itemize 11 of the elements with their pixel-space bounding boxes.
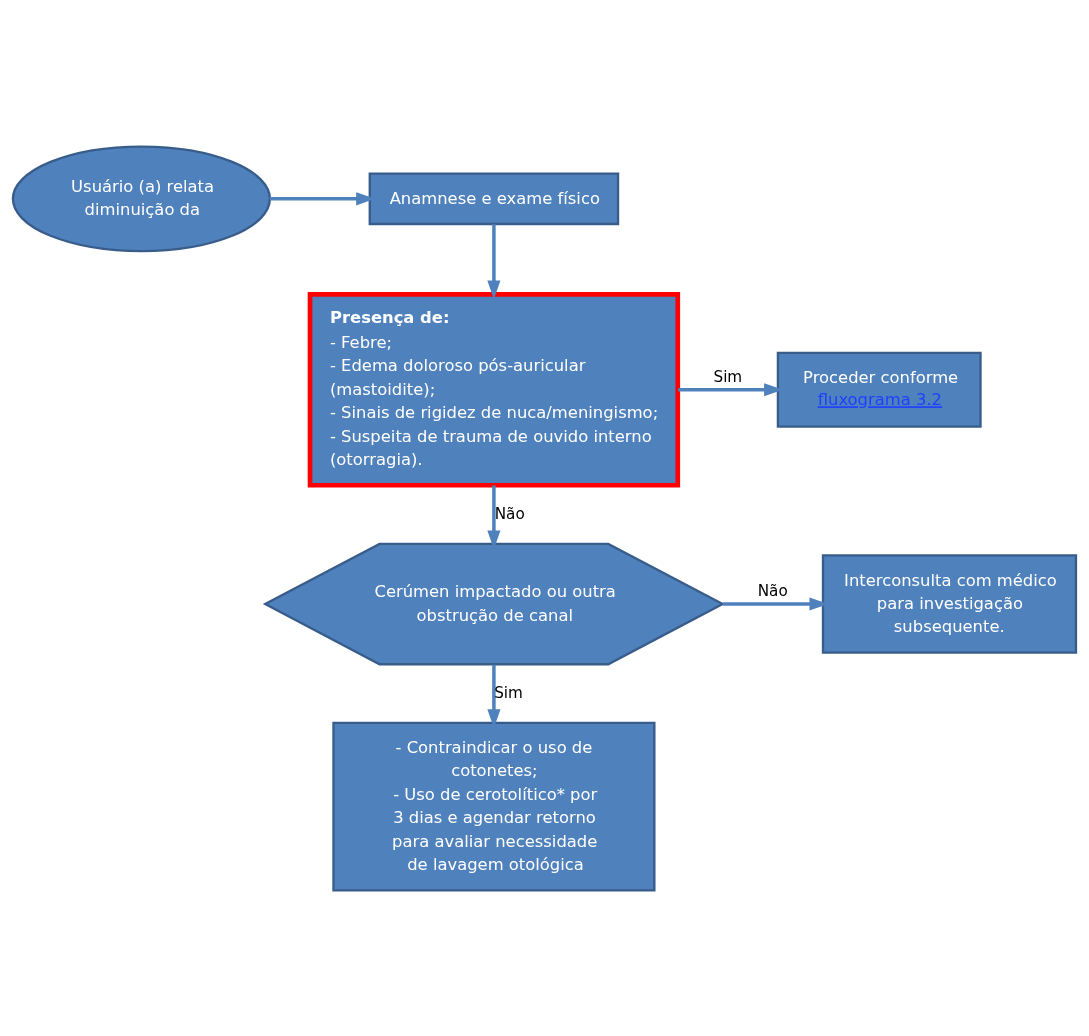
edge-label: Sim: [494, 683, 523, 702]
edge-label: Não: [757, 581, 788, 600]
edge-label: Não: [494, 504, 525, 523]
node-box: Anamnese e exame físico: [368, 172, 620, 225]
node-box: Proceder conforme fluxograma 3.2: [776, 351, 982, 428]
edge-label: Sim: [713, 367, 743, 386]
node-box: - Contraindicar o uso de cotonetes; - Uso de cerotolítico* por 3 dias e agendar retorno para avaliar necessidade de lavagem otológica: [332, 721, 656, 891]
node-box: Presença de: - Febre; - Edema doloroso pós-auricular (mastoidite); - Sinais de rigidez de nuca/meningismo; - Suspeita de trauma de ouvido interno (otorragia).: [307, 291, 681, 488]
node-ellipse: Usuário (a) relata diminuição da: [11, 144, 272, 252]
arrow: [487, 223, 501, 299]
node-box: Interconsulta com médico para investigação subsequente.: [821, 553, 1078, 654]
